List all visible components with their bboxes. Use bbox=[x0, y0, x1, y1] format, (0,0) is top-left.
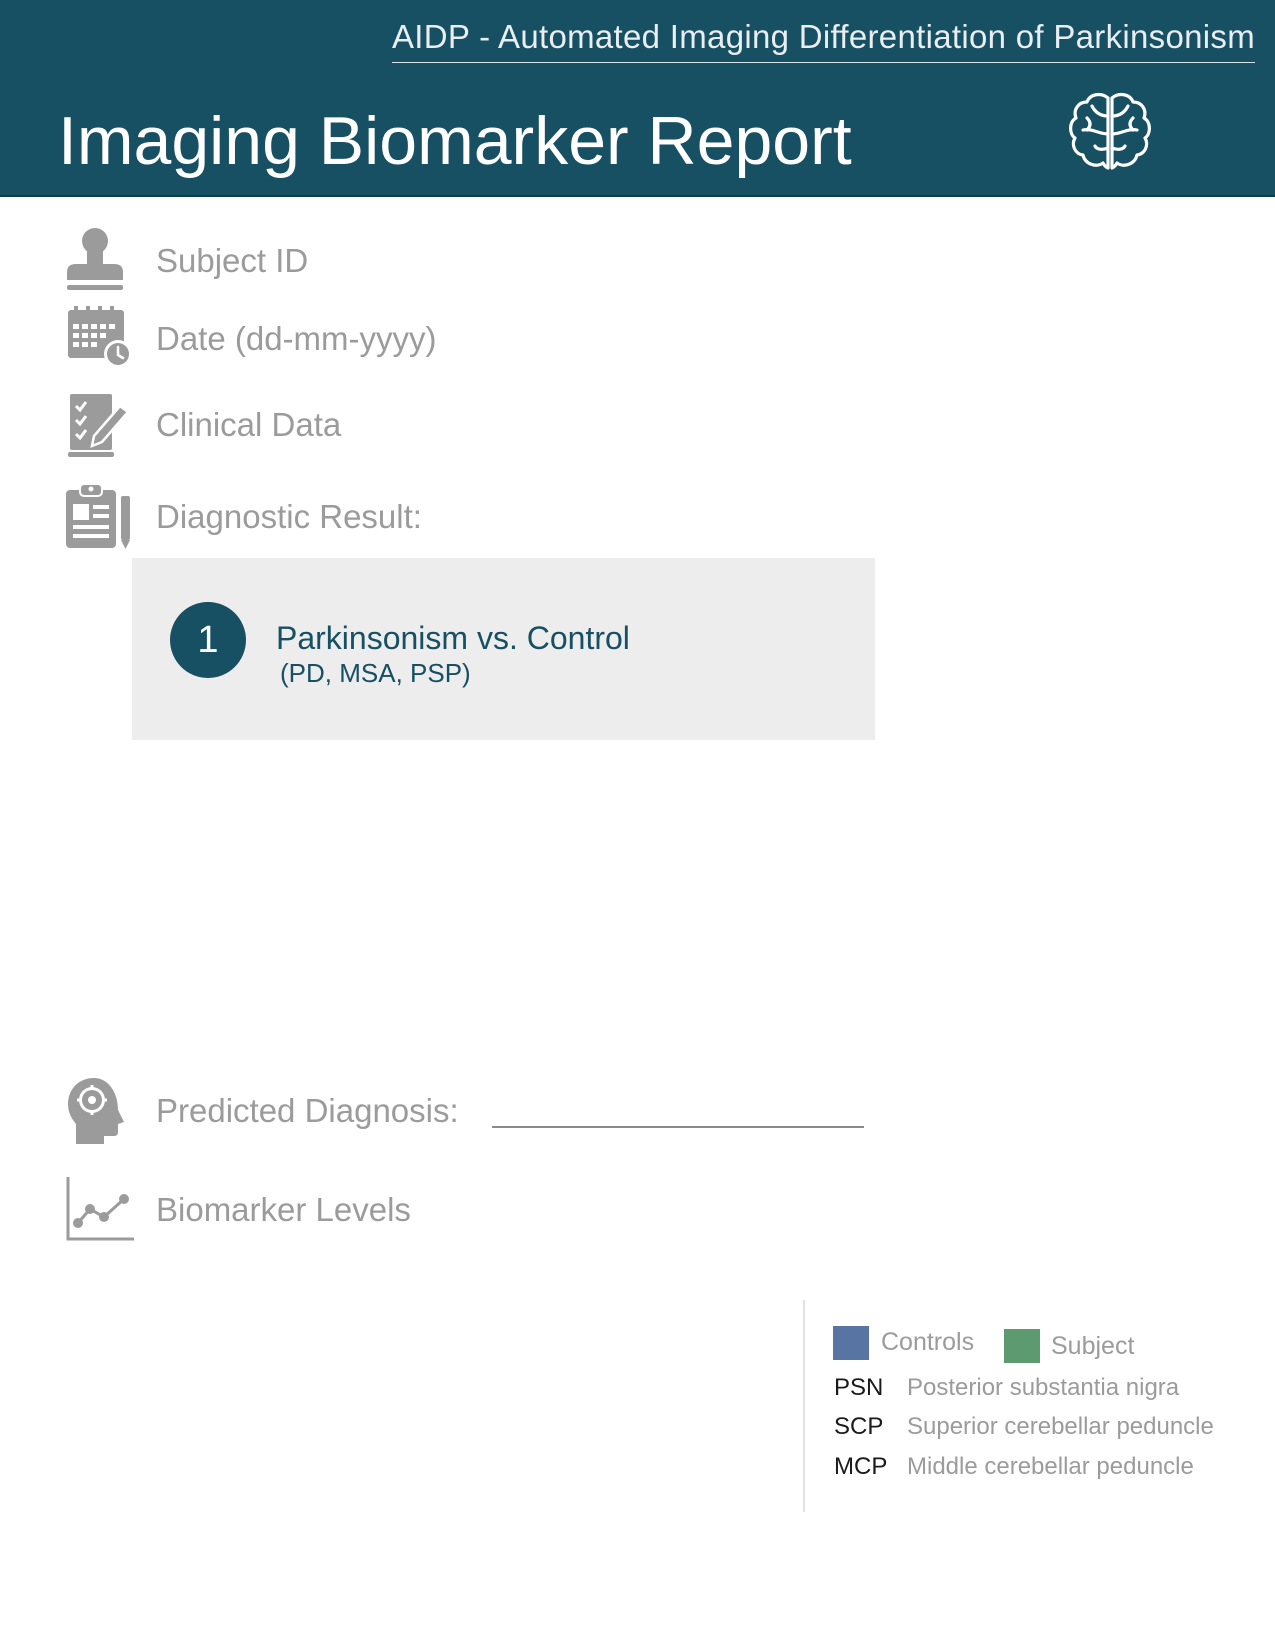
brain-icon bbox=[1069, 92, 1151, 170]
date-row: Date (dd-mm-yyyy) bbox=[64, 304, 437, 374]
diagnostic-result-label: Diagnostic Result: bbox=[156, 498, 422, 535]
def-mcp: Middle cerebellar peduncle bbox=[907, 1453, 1194, 1480]
report-header: AIDP - Automated Imaging Differentiation… bbox=[0, 0, 1275, 197]
subject-label: Subject bbox=[1051, 1332, 1135, 1360]
user-stamp-icon bbox=[67, 228, 123, 290]
head-gear-icon bbox=[68, 1078, 124, 1144]
date-label: Date (dd-mm-yyyy) bbox=[156, 320, 437, 357]
predicted-diagnosis-row: Predicted Diagnosis: bbox=[64, 1076, 459, 1146]
biomarker-levels-row: Biomarker Levels bbox=[64, 1175, 411, 1245]
biomarker-levels-label: Biomarker Levels bbox=[156, 1191, 411, 1228]
def-psn: Posterior substantia nigra bbox=[907, 1374, 1180, 1401]
header-subtitle: AIDP - Automated Imaging Differentiation… bbox=[391, 18, 1255, 63]
abbr-scp: SCP bbox=[834, 1413, 884, 1440]
page-title: Imaging Biomarker Report bbox=[58, 103, 852, 179]
def-scp: Superior cerebellar peduncle bbox=[907, 1413, 1214, 1440]
diagnostic-result-row: Diagnostic Result: bbox=[64, 482, 422, 552]
abbr-psn: PSN bbox=[834, 1374, 884, 1401]
clinical-data-label: Clinical Data bbox=[156, 406, 342, 443]
subject-id-row: Subject ID bbox=[64, 226, 308, 296]
predicted-diagnosis-blank bbox=[492, 1126, 864, 1128]
subject-id-label: Subject ID bbox=[156, 242, 309, 279]
controls-label: Controls bbox=[881, 1328, 975, 1356]
calendar-clock-icon bbox=[68, 306, 132, 368]
controls-swatch bbox=[833, 1326, 869, 1360]
legend: Controls Subject PSN Posterior substanti… bbox=[803, 1300, 1245, 1512]
line-chart-icon bbox=[66, 1177, 134, 1241]
result-subtitle: (PD, MSA, PSP) bbox=[280, 658, 471, 688]
result-box: 1 Parkinsonism vs. Control (PD, MSA, PSP… bbox=[132, 558, 875, 740]
subject-swatch bbox=[1004, 1329, 1040, 1363]
predicted-diagnosis-label: Predicted Diagnosis: bbox=[156, 1092, 459, 1129]
clipboard-icon bbox=[66, 483, 130, 549]
result-number-badge: 1 bbox=[170, 602, 246, 678]
checklist-pen-icon bbox=[68, 394, 130, 457]
clinical-data-row: Clinical Data bbox=[64, 390, 341, 460]
abbr-mcp: MCP bbox=[834, 1453, 888, 1480]
result-title: Parkinsonism vs. Control bbox=[276, 620, 630, 656]
